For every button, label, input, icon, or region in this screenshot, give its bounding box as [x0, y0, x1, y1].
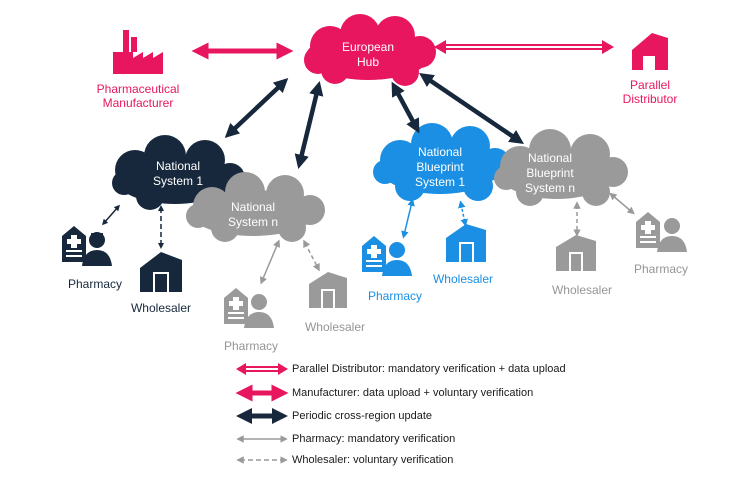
nsn-pharmacy-arrow — [259, 239, 281, 285]
nsn-wholesaler-arrow — [303, 239, 320, 272]
ns1-wholesaler-label: Wholesaler — [130, 301, 192, 315]
bpn-pharmacy-icon — [636, 212, 687, 252]
legend-label-solid-pink: Manufacturer: data upload + voluntary ve… — [292, 387, 534, 399]
ns1-pharmacy-label: Pharmacy — [67, 277, 123, 291]
hub-national-system-1-arrow — [224, 78, 289, 138]
bpn-label-line2: Blueprint — [526, 166, 574, 180]
bpn-label-line1: National — [527, 151, 573, 165]
bpn-wholesaler-label: Wholesaler — [551, 283, 613, 297]
distributor-hub-double-arrow — [434, 40, 614, 54]
nsn-label-line2: System n — [227, 215, 278, 229]
manufacturer-label-line1: Pharmaceutical — [96, 82, 180, 96]
ns1-pharmacy-icon — [62, 226, 112, 266]
bp1-wholesaler-icon — [446, 224, 486, 262]
bpn-pharmacy-label: Pharmacy — [633, 262, 689, 276]
nsn-pharmacy-label: Pharmacy — [223, 339, 279, 353]
warehouse-icon — [632, 33, 668, 70]
hub-label-line2: Hub — [356, 55, 379, 69]
bp1-label-line1: National — [417, 145, 463, 159]
nsn-wholesaler-icon — [309, 272, 347, 308]
national-system-1-label: National System 1 — [128, 159, 228, 189]
blueprint-system-n-label: National Blueprint System n — [500, 151, 600, 196]
legend-label-double-pink: Parallel Distributor: mandatory verifica… — [292, 363, 566, 375]
manufacturer-label-line2: Manufacturer — [102, 96, 174, 110]
bpn-pharmacy-arrow — [609, 192, 635, 215]
nsn-pharmacy-icon — [224, 288, 274, 328]
bp1-pharmacy-icon — [362, 236, 412, 276]
hub-national-system-n-arrow — [294, 81, 324, 169]
bp1-wholesaler-arrow — [458, 200, 468, 227]
legend-label-solid-dark: Periodic cross-region update — [292, 410, 433, 422]
nsn-label-line1: National — [230, 200, 276, 214]
ns1-pharmacy-arrow — [102, 204, 120, 226]
distributor-label-line2: Distributor — [622, 92, 678, 106]
blueprint-system-1-label: National Blueprint System 1 — [390, 145, 490, 190]
ns1-wholesaler-icon — [140, 252, 182, 292]
bp1-pharmacy-label: Pharmacy — [367, 289, 423, 303]
bpn-label-line3: System n — [524, 181, 575, 195]
parallel-distributor-label: Parallel Distributor — [600, 78, 700, 106]
hub-blueprint-system-n-arrow — [419, 72, 524, 145]
bp1-label-line3: System 1 — [414, 175, 465, 189]
bp1-pharmacy-arrow — [401, 198, 415, 239]
national-system-n-cloud — [186, 172, 325, 242]
european-hub-cloud — [304, 14, 436, 86]
bp1-wholesaler-label: Wholesaler — [432, 272, 494, 286]
bp1-label-line2: Blueprint — [416, 160, 464, 174]
manufacturer-label: Pharmaceutical Manufacturer — [78, 82, 198, 110]
bpn-wholesaler-icon — [556, 235, 596, 271]
nsn-wholesaler-label: Wholesaler — [304, 320, 366, 334]
legend-swatch-double-pink — [236, 363, 288, 375]
national-system-n-label: National System n — [203, 200, 303, 230]
ns1-label-line1: National — [155, 159, 201, 173]
ns1-label-line2: System 1 — [152, 174, 203, 188]
legend-label-dashed-grey: Wholesaler: voluntary verification — [292, 454, 454, 466]
hub-blueprint-system-1-arrow — [391, 81, 420, 134]
distributor-label-line1: Parallel — [629, 78, 671, 92]
hub-label: European Hub — [318, 40, 418, 70]
blueprint-system-n-cloud — [494, 129, 628, 206]
hub-label-line1: European — [341, 40, 395, 54]
legend-label-thin-grey: Pharmacy: mandatory verification — [292, 433, 456, 445]
factory-icon — [113, 30, 163, 74]
